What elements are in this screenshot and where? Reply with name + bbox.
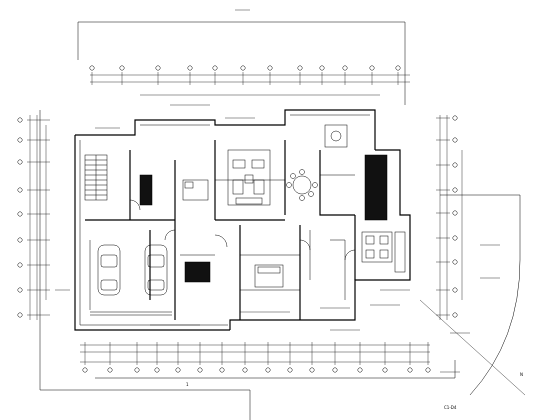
grid-axis-bubble xyxy=(107,367,113,373)
north-marker: N xyxy=(520,372,523,377)
top-dimension-chain xyxy=(90,74,410,96)
bedroom-furniture xyxy=(182,179,284,288)
grid-axis-bubble xyxy=(357,367,363,373)
grid-axis-bubble xyxy=(407,367,413,373)
grid-axis-bubble xyxy=(452,287,458,293)
door-swings xyxy=(129,199,356,261)
terrace-furniture xyxy=(324,124,348,148)
grid-axis-bubble xyxy=(297,65,303,71)
grid-axis-bubble xyxy=(319,65,325,71)
exterior-walls xyxy=(74,109,411,331)
grid-axis-bubble xyxy=(452,259,458,265)
grid-axis-bubble xyxy=(452,187,458,193)
grid-axis-bubble xyxy=(287,367,293,373)
grid-axis-bubble xyxy=(154,367,160,373)
grid-axis-bubble xyxy=(369,65,375,71)
grid-axis-bubble xyxy=(17,287,23,293)
grid-axis-bubble xyxy=(267,65,273,71)
stair-left xyxy=(84,154,108,201)
grid-axis-bubble xyxy=(17,312,23,318)
grid-axis-bubble xyxy=(309,367,315,373)
grid-axis-bubble xyxy=(265,367,271,373)
bottom-tag: C1-D4 xyxy=(444,405,457,410)
grid-axis-bubble xyxy=(175,367,181,373)
grid-axis-bubble xyxy=(89,65,95,71)
grid-axis-bubble xyxy=(240,65,246,71)
grid-axis-bubble xyxy=(342,65,348,71)
grid-axis-bubble xyxy=(17,117,23,123)
grid-axis-bubble xyxy=(17,237,23,243)
wardrobe-block-right xyxy=(364,154,388,221)
garage-car-left xyxy=(97,244,121,296)
right-room-furniture xyxy=(361,231,406,273)
grid-axis-bubble xyxy=(452,235,458,241)
wardrobe-block-center xyxy=(184,261,211,283)
grid-axis-bubble xyxy=(187,65,193,71)
grid-axis-bubbles xyxy=(17,65,458,373)
grid-axis-bubble xyxy=(425,367,431,373)
dimension-ticks xyxy=(27,72,450,365)
grid-axis-bubble xyxy=(155,65,161,71)
dining-table xyxy=(286,169,318,201)
grid-axis-bubble xyxy=(219,367,225,373)
grid-axis-bubble xyxy=(242,367,248,373)
wardrobe-block-left xyxy=(139,174,153,206)
grid-axis-bubble xyxy=(17,159,23,165)
grid-axis-bubble xyxy=(452,210,458,216)
grid-axis-bubble xyxy=(119,65,125,71)
grid-axis-bubble xyxy=(452,115,458,121)
right-dimension-chain xyxy=(439,115,463,320)
grid-axis-bubble xyxy=(332,367,338,373)
garage-car-right xyxy=(144,244,168,296)
grid-axis-bubble xyxy=(17,137,23,143)
grid-axis-bubble xyxy=(17,187,23,193)
grid-axis-bubble xyxy=(452,162,458,168)
grid-axis-bubble xyxy=(382,367,388,373)
left-dimension-chain xyxy=(29,115,47,320)
grid-axis-bubble xyxy=(452,312,458,318)
grid-axis-bubble xyxy=(452,137,458,143)
grid-axis-bubble xyxy=(197,367,203,373)
grid-axis-bubble xyxy=(82,367,88,373)
section-mark: 1 xyxy=(186,382,189,387)
grid-axis-bubble xyxy=(134,367,140,373)
grid-axis-bubble xyxy=(17,262,23,268)
grid-axis-bubble xyxy=(212,65,218,71)
grid-axis-bubble xyxy=(395,65,401,71)
interior-walls xyxy=(85,140,356,320)
bottom-dimension-chain xyxy=(80,344,430,363)
living-room-furniture xyxy=(227,149,271,206)
grid-axis-bubble xyxy=(17,211,23,217)
site-boundary xyxy=(39,9,526,420)
leader-annotations xyxy=(55,104,500,373)
garage-door xyxy=(90,311,172,316)
